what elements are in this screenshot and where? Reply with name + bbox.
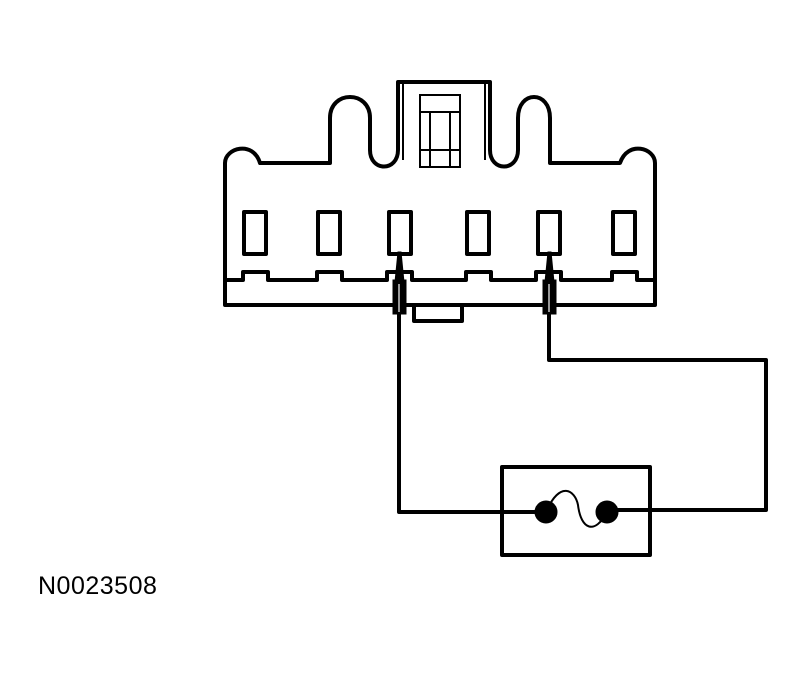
cavity-1 [242,210,268,256]
latch [419,94,461,168]
cavity-3 [387,210,413,256]
cavity-6 [611,210,637,256]
connector-body [223,80,657,307]
probe-right [542,251,557,315]
test-device-box [500,465,652,557]
test-leads [397,312,768,514]
figure-id-label: N0023508 [38,572,158,600]
lead-right [547,312,768,512]
cavity-2 [316,210,342,256]
cavity-5 [536,210,562,256]
connector-rail [223,270,657,282]
lock-tab [412,303,464,323]
fuse-element [545,489,608,528]
lead-left [397,312,547,514]
terminal-cavities [242,210,637,256]
cavity-4 [465,210,491,256]
fuse-icon [500,465,652,557]
fuse-terminal-right [595,500,619,524]
probe-left [392,251,407,315]
